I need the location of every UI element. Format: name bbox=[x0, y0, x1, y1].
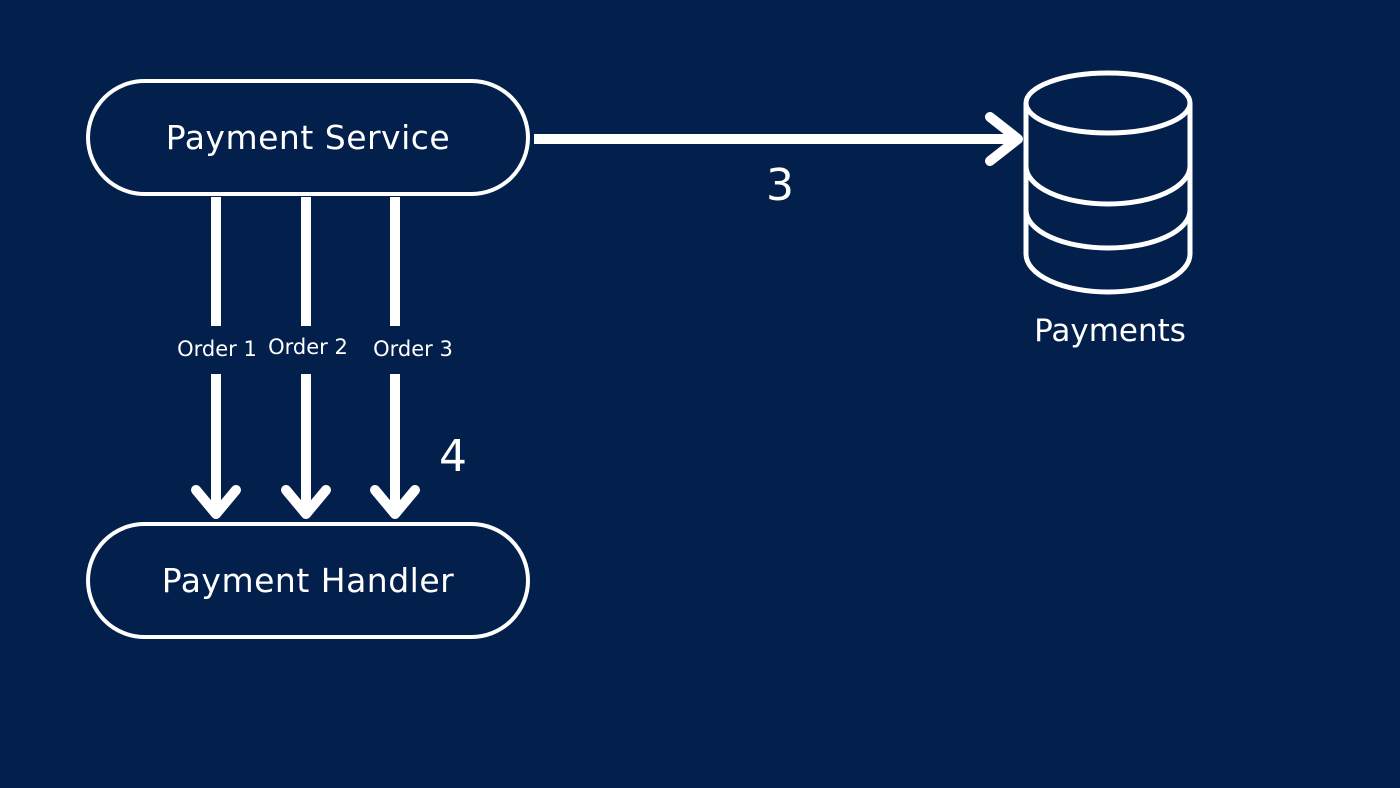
payments-db-label: Payments bbox=[1034, 313, 1186, 349]
arrow-order-1 bbox=[191, 197, 241, 519]
step-3-label: 3 bbox=[766, 160, 794, 211]
order-3-label: Order 3 bbox=[373, 337, 453, 361]
payment-service-label: Payment Service bbox=[165, 118, 451, 157]
arrow-order-2 bbox=[281, 197, 331, 519]
order-2-label: Order 2 bbox=[268, 335, 348, 359]
arrow-order-3 bbox=[370, 197, 420, 519]
payment-handler-node bbox=[86, 522, 530, 639]
arrow-service-to-db bbox=[534, 112, 1023, 166]
order-1-label: Order 1 bbox=[177, 337, 257, 361]
payment-service-node bbox=[86, 79, 530, 196]
payment-handler-label: Payment Handler bbox=[161, 561, 455, 600]
step-4-label: 4 bbox=[439, 431, 467, 482]
database-icon bbox=[1023, 70, 1193, 295]
